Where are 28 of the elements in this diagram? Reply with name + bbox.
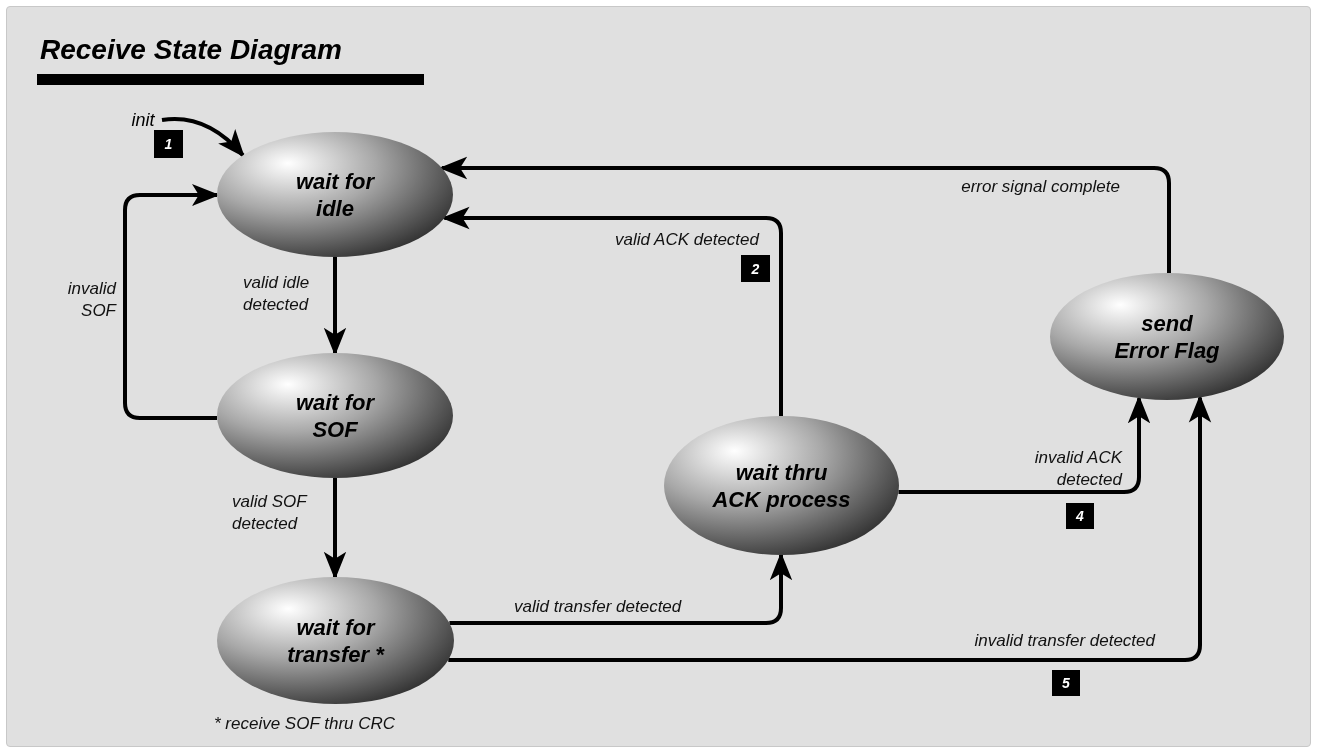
arrow — [448, 394, 1212, 662]
diagram-title: Receive State Diagram — [40, 34, 342, 66]
edge-label: valid transfer detected — [514, 596, 683, 618]
edge-label: valid idle detected — [243, 272, 311, 316]
callout-number: 1 — [154, 130, 183, 158]
edge-label: error signal complete — [960, 176, 1120, 198]
edge-label: invalid ACK detected — [1033, 447, 1122, 491]
callout-number: 4 — [1066, 503, 1094, 529]
arrow — [323, 478, 347, 580]
edge-label: valid ACK detected — [614, 229, 759, 251]
arrow — [161, 117, 245, 158]
state-ellipse: wait for SOF — [217, 353, 453, 478]
start-label: init — [131, 108, 155, 132]
arrow — [898, 395, 1151, 494]
arrow — [441, 206, 783, 416]
state-ellipse: wait for idle — [217, 132, 453, 257]
state-ellipse: wait for transfer * — [217, 577, 454, 704]
callout-number: 2 — [741, 255, 770, 282]
edge-label: invalid transfer detected — [973, 630, 1155, 652]
arrow — [449, 552, 793, 625]
edge-label: valid SOF detected — [232, 491, 309, 535]
arrow — [323, 257, 347, 356]
callout-number: 5 — [1052, 670, 1080, 696]
state-ellipse: wait thru ACK process — [664, 416, 899, 555]
footnote: * receive SOF thru CRC — [214, 713, 396, 735]
arrow — [439, 156, 1171, 273]
state-ellipse: send Error Flag — [1050, 273, 1284, 400]
edge-label: invalid SOF — [66, 278, 116, 322]
